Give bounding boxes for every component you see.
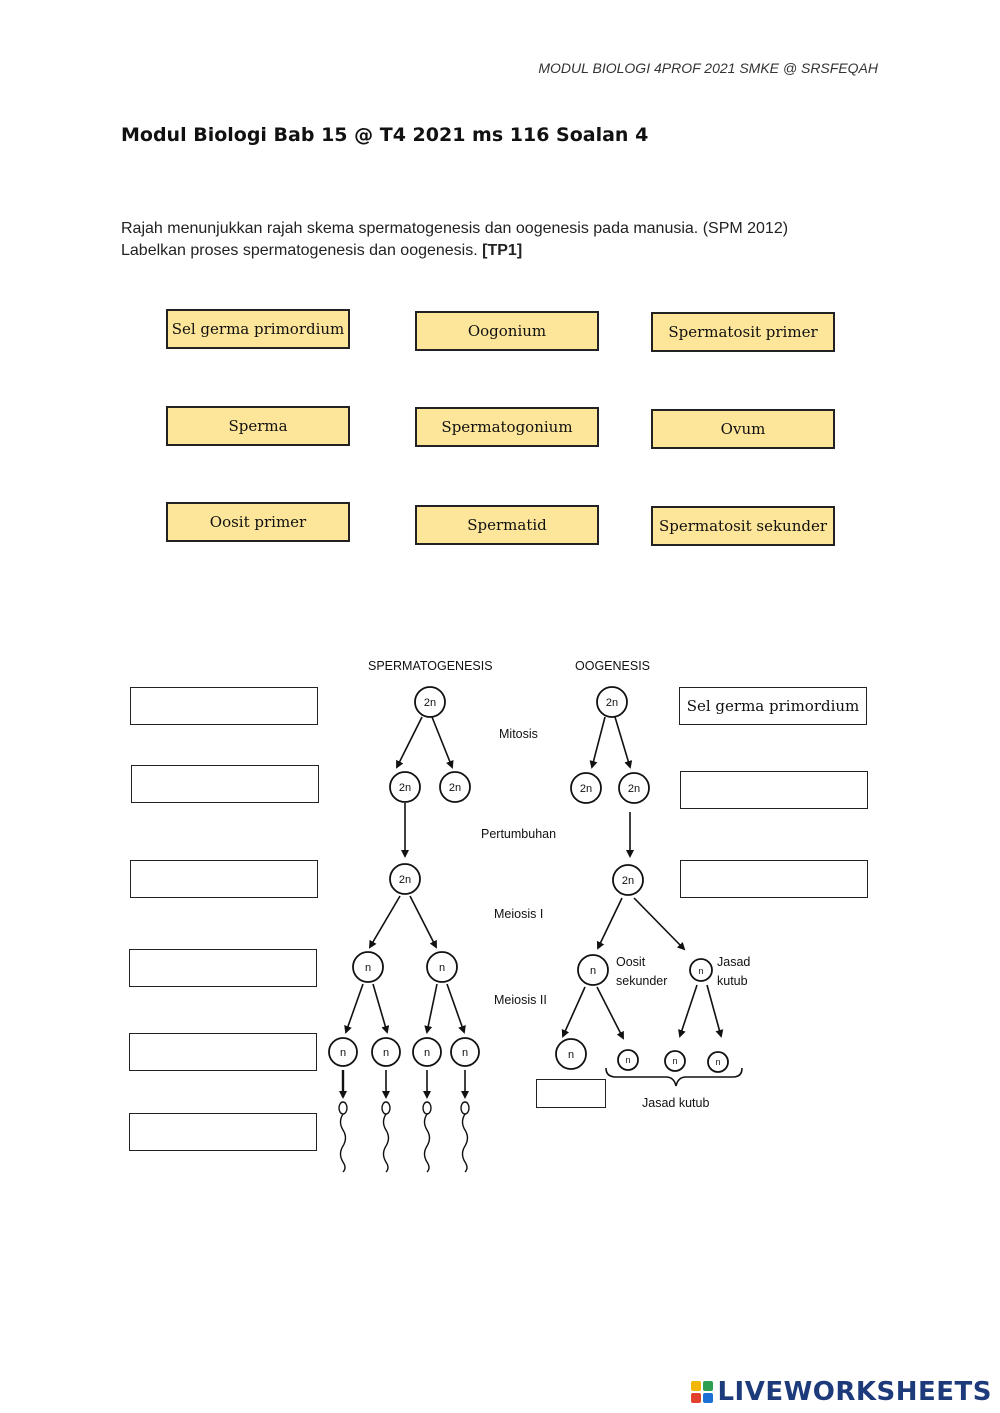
cell-label: n — [365, 962, 371, 974]
cell-label: n — [698, 966, 703, 976]
drop-box-left-2[interactable] — [131, 765, 319, 803]
liveworksheets-logo-text: LIVEWORKSHEETS — [717, 1377, 992, 1407]
cell-label: 2n — [399, 782, 411, 794]
cell-label: n — [672, 1056, 677, 1066]
drag-card-spermatid[interactable]: Spermatid — [415, 505, 599, 545]
cell-label: 2n — [622, 875, 634, 887]
instruction-line-2-text: Labelkan proses spermatogenesis dan ooge… — [121, 242, 478, 259]
cell-label: 2n — [606, 697, 618, 709]
drag-card-spermatosit-primer[interactable]: Spermatosit primer — [651, 312, 835, 352]
oocyte2-label-1: Oosit — [616, 955, 646, 969]
drop-box-left-6[interactable] — [129, 1113, 317, 1151]
liveworksheets-logo-icon — [691, 1381, 714, 1403]
liveworksheets-logo: LIVEWORKSHEETS — [691, 1377, 992, 1407]
cell-label: n — [340, 1047, 346, 1059]
drop-box-bottom-ovum[interactable] — [536, 1079, 606, 1108]
stage-mitosis: Mitosis — [499, 727, 538, 741]
polar-body-label-1: Jasad — [717, 955, 750, 969]
cell-label: n — [383, 1047, 389, 1059]
oocyte2-label-2: sekunder — [616, 974, 667, 988]
drop-box-right-2[interactable] — [680, 771, 868, 809]
cell-label: 2n — [580, 783, 592, 795]
drag-card-oogonium[interactable]: Oogonium — [415, 311, 599, 351]
drop-box-left-5[interactable] — [129, 1033, 317, 1071]
drag-card-spermatogonium[interactable]: Spermatogonium — [415, 407, 599, 447]
drop-box-left-1[interactable] — [130, 687, 318, 725]
heading-oogenesis: OOGENESIS — [575, 659, 650, 673]
cell-label: n — [625, 1055, 630, 1065]
cells — [328, 686, 729, 1073]
stage-meiosis-2: Meiosis II — [494, 993, 547, 1007]
page-title: Modul Biologi Bab 15 @ T4 2021 ms 116 So… — [121, 124, 649, 146]
cell-label: n — [439, 962, 445, 974]
instruction-line-1: Rajah menunjukkan rajah skema spermatoge… — [121, 220, 789, 237]
instructions: Rajah menunjukkan rajah skema spermatoge… — [121, 218, 881, 262]
cell-label: n — [715, 1057, 720, 1067]
polar-body-label-2: kutub — [717, 974, 748, 988]
polar-bodies-label: Jasad kutub — [642, 1096, 709, 1110]
drop-box-left-4[interactable] — [129, 949, 317, 987]
drag-card-oosit-primer[interactable]: Oosit primer — [166, 502, 350, 542]
drop-box-left-3[interactable] — [130, 860, 318, 898]
cell-label: n — [462, 1047, 468, 1059]
drop-box-right-1[interactable]: Sel germa primordium — [679, 687, 867, 725]
cell-label: 2n — [628, 783, 640, 795]
drag-card-sel-germa-primordium[interactable]: Sel germa primordium — [166, 309, 350, 349]
cell-label: n — [590, 965, 596, 977]
stage-meiosis-1: Meiosis I — [494, 907, 543, 921]
drop-box-right-3[interactable] — [680, 860, 868, 898]
cell-label: 2n — [424, 697, 436, 709]
cell-label: n — [568, 1049, 574, 1061]
drag-card-spermatosit-sekunder[interactable]: Spermatosit sekunder — [651, 506, 835, 546]
cell-label: 2n — [399, 874, 411, 886]
tp-tag: [TP1] — [482, 242, 523, 259]
instruction-line-2: Labelkan proses spermatogenesis dan ooge… — [121, 240, 881, 262]
heading-spermatogenesis: SPERMATOGENESIS — [368, 659, 493, 673]
drag-card-ovum[interactable]: Ovum — [651, 409, 835, 449]
header-note: MODUL BIOLOGI 4PROF 2021 SMKE @ SRSFEQAH — [538, 60, 878, 76]
cell-label: 2n — [449, 782, 461, 794]
drag-card-sperma[interactable]: Sperma — [166, 406, 350, 446]
cell-label: n — [424, 1047, 430, 1059]
sperm-cells — [338, 1101, 470, 1173]
stage-growth: Pertumbuhan — [481, 827, 556, 841]
